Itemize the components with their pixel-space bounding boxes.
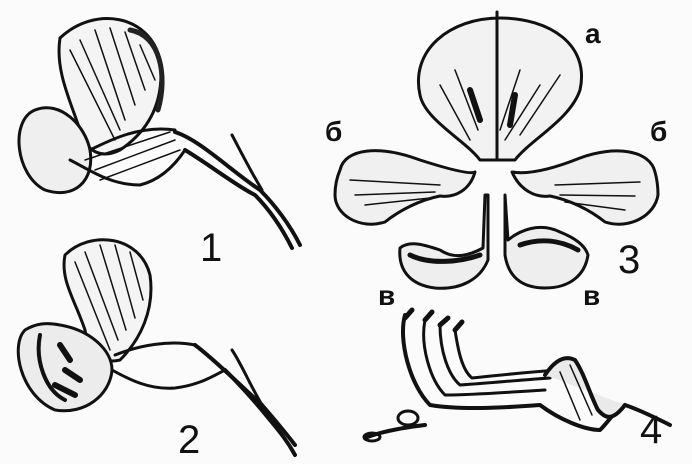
keel-petal-left bbox=[400, 195, 488, 288]
figure-number-4: 4 bbox=[640, 410, 662, 450]
flower-side-view-2 bbox=[18, 240, 295, 455]
label-wing-right: б bbox=[650, 118, 667, 146]
label-flag-petal: а bbox=[585, 20, 601, 48]
flower-side-view-1 bbox=[19, 19, 300, 248]
label-keel-right: в bbox=[583, 282, 600, 310]
wing-petal-left bbox=[335, 151, 475, 224]
figure-number-2: 2 bbox=[178, 420, 200, 460]
figure-number-3: 3 bbox=[618, 240, 640, 280]
label-keel-left: в bbox=[378, 282, 395, 310]
stamen-column-4 bbox=[364, 310, 670, 441]
wing-petal-right bbox=[512, 151, 658, 224]
figure-number-1: 1 bbox=[200, 228, 222, 268]
label-wing-left: б bbox=[325, 118, 342, 146]
dissected-petals-3 bbox=[335, 12, 658, 288]
